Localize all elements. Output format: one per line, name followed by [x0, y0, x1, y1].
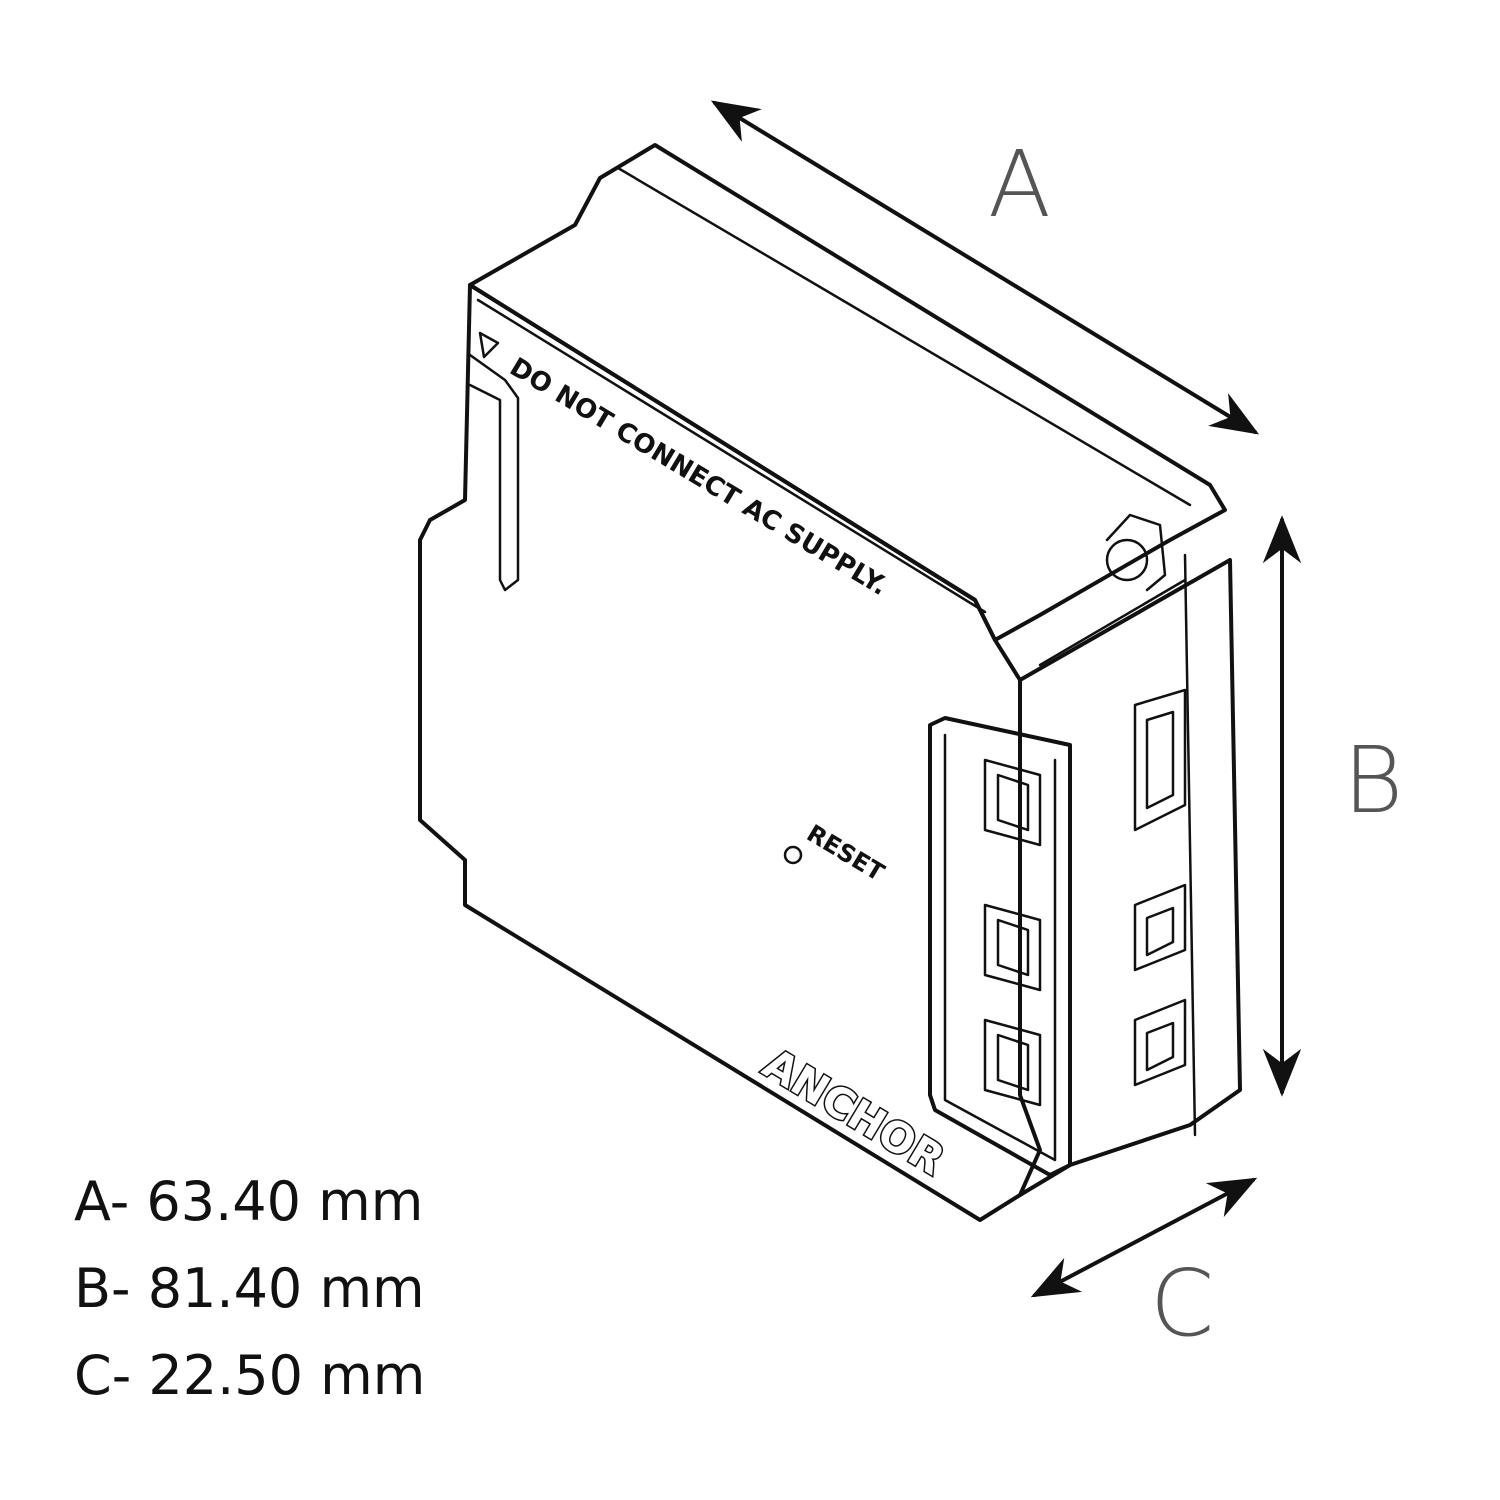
dimension-spec-list: A- 63.40 mm B- 81.40 mm C- 22.50 mm — [74, 1158, 425, 1419]
device-screw-post-housing — [1105, 513, 1167, 592]
reset-label: RESET — [802, 819, 890, 887]
terminal-slot — [983, 758, 1042, 847]
terminal-block-frame — [928, 716, 1072, 1177]
warning-triangle-icon — [478, 331, 500, 359]
side-port — [1133, 688, 1187, 832]
dimension-label-a: A — [988, 131, 1051, 238]
spec-dimension-b: B- 81.40 mm — [74, 1257, 425, 1320]
device-screw-post — [1105, 538, 1149, 582]
device-front-face — [418, 283, 1042, 1222]
side-port — [1133, 883, 1187, 972]
device-side-rail — [1038, 578, 1187, 667]
device-side-face — [1018, 558, 1242, 1197]
dimension-c: C — [1030, 1177, 1258, 1357]
device-side-notch — [468, 353, 520, 592]
dimension-arrow-a — [710, 100, 1260, 435]
dimension-label-c: C — [1150, 1250, 1214, 1357]
device-side-inner-edge — [1183, 553, 1197, 1137]
brand-logo: ANCHOR — [755, 1039, 953, 1185]
dimension-arrow-c — [1030, 1177, 1258, 1298]
device-body: DO NOT CONNECT AC SUPPLY. RESET ANCHOR — [418, 143, 1242, 1222]
side-connector-ports — [1133, 688, 1187, 1087]
reset-button[interactable] — [783, 845, 803, 865]
dimension-b: B — [1262, 515, 1403, 1097]
warning-label: DO NOT CONNECT AC SUPPLY. — [504, 352, 892, 602]
terminal-block-inner — [943, 733, 1057, 1162]
device-top-lip — [476, 298, 987, 614]
side-port — [1133, 998, 1187, 1087]
terminal-slot — [983, 1018, 1042, 1107]
spec-dimension-a: A- 63.40 mm — [74, 1170, 424, 1233]
terminal-slot — [983, 903, 1042, 992]
dimension-a: A — [710, 100, 1260, 435]
terminal-slots — [983, 758, 1042, 1107]
dimension-label-b: B — [1343, 727, 1403, 834]
spec-dimension-c: C- 22.50 mm — [74, 1344, 426, 1407]
